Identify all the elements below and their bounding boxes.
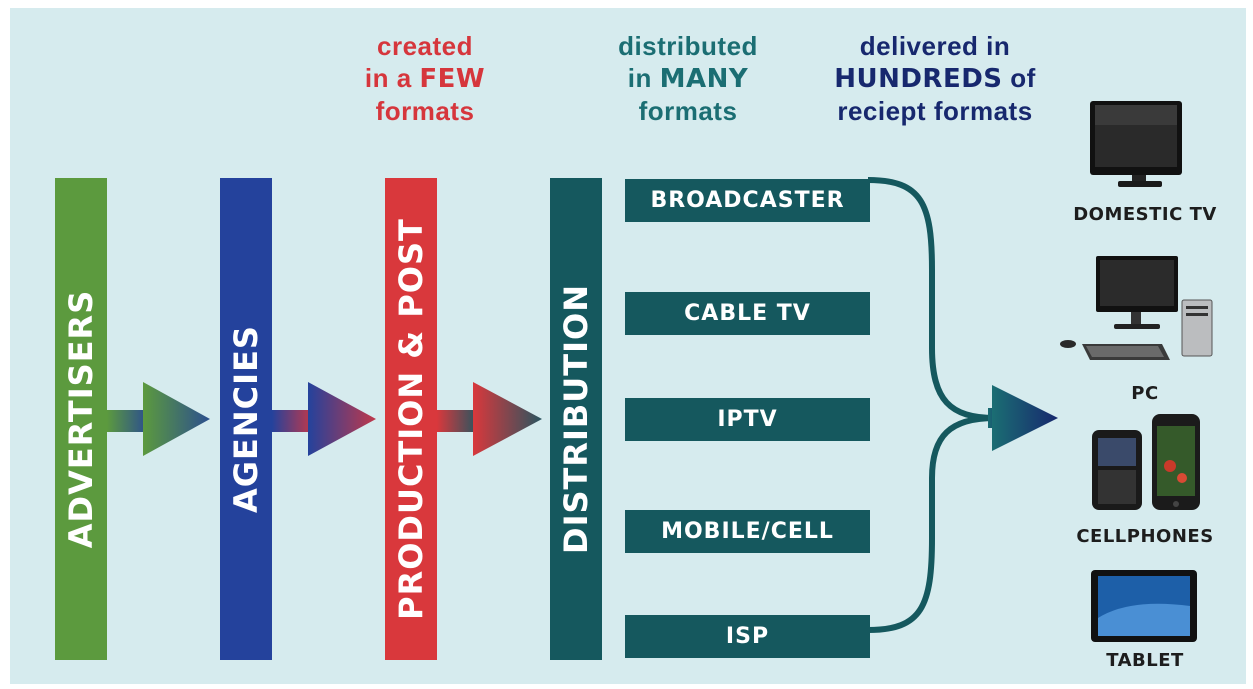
caption-many-line1: distributed xyxy=(618,31,758,61)
device-label-cellphones: CELLPHONES xyxy=(1076,526,1214,547)
devices-layer xyxy=(1060,101,1213,642)
caption-hundreds-line2: HUNDREDS of xyxy=(790,62,1080,95)
device-label-domestic-tv: DOMESTIC TV xyxy=(1073,204,1217,225)
caption-many-formats: distributed in MANY formats xyxy=(588,30,788,127)
caption-few-line2: in a FEW xyxy=(335,62,515,95)
cellphones-icon xyxy=(1092,414,1200,510)
caption-hundreds-bold: HUNDREDS xyxy=(834,64,1003,94)
stage-bar-production: PRODUCTION & POST xyxy=(385,178,437,660)
caption-hundreds-line1: delivered in xyxy=(859,31,1011,61)
diagram-canvas: created in a FEW formats distributed in … xyxy=(10,8,1246,684)
caption-few-line3: formats xyxy=(375,96,475,126)
pc-icon xyxy=(1060,256,1213,360)
channel-merge-curves xyxy=(867,177,996,633)
arrow-production-to-distribution xyxy=(437,382,542,456)
connectors-layer xyxy=(107,177,1058,633)
caption-hundreds-line3: reciept formats xyxy=(837,96,1033,126)
channel-mobile-cell: MOBILE/CELL xyxy=(625,510,870,553)
caption-few-pre: in a xyxy=(364,63,420,93)
arrow-to-devices xyxy=(988,385,1058,451)
channel-broadcaster: BROADCASTER xyxy=(625,179,870,222)
stage-bar-agencies: AGENCIES xyxy=(220,178,272,660)
caption-many-line3: formats xyxy=(638,96,738,126)
arrow-agencies-to-production xyxy=(272,382,376,456)
arrow-advertisers-to-agencies xyxy=(107,382,210,456)
device-label-pc: PC xyxy=(1131,383,1159,404)
stage-bar-distribution: DISTRIBUTION xyxy=(550,178,602,660)
caption-few-formats: created in a FEW formats xyxy=(335,30,515,127)
device-label-tablet: TABLET xyxy=(1106,650,1184,671)
caption-many-line2: in MANY xyxy=(588,62,788,95)
stage-bar-advertisers: ADVERTISERS xyxy=(55,178,107,660)
tv-icon xyxy=(1090,101,1182,187)
channel-isp: ISP xyxy=(625,615,870,658)
caption-hundreds-post: of xyxy=(1002,63,1036,93)
caption-many-pre: in xyxy=(627,63,660,93)
caption-hundreds-formats: delivered in HUNDREDS of reciept formats xyxy=(790,30,1080,127)
caption-few-bold: FEW xyxy=(419,64,486,94)
tablet-icon xyxy=(1091,570,1197,642)
channel-iptv: IPTV xyxy=(625,398,870,441)
caption-few-line1: created xyxy=(377,31,473,61)
caption-many-bold: MANY xyxy=(659,64,749,94)
channel-cable-tv: CABLE TV xyxy=(625,292,870,335)
